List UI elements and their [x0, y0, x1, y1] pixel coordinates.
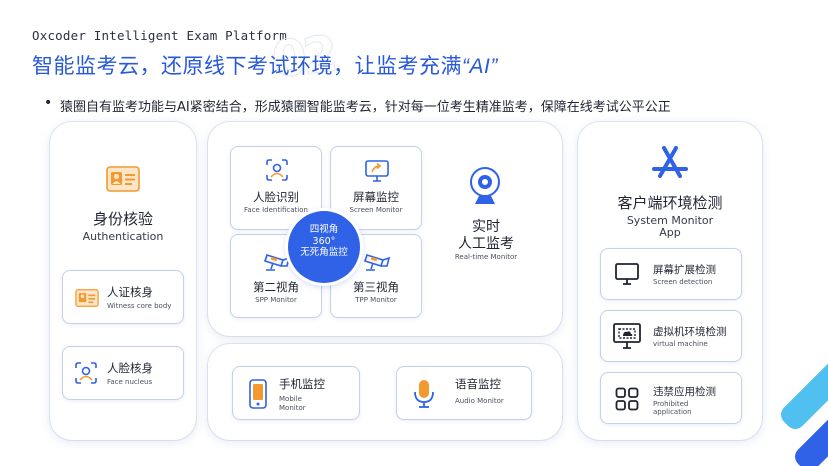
- client-environment-card: 客户端环境检测 System Monitor App 屏幕扩展检测 Screen…: [578, 122, 762, 440]
- mobile-phone-icon: [249, 379, 267, 409]
- identity-card: 身份核验 Authentication 人证核身 Witness core bo…: [50, 122, 196, 440]
- prohibited-application-item: 违禁应用检测 Prohibited application: [600, 372, 742, 424]
- mobile-monitor-sublabel-line2: Monitor: [279, 404, 306, 412]
- mobile-monitor-sublabel-line1: Mobile: [279, 395, 302, 403]
- id-card-icon: [106, 166, 140, 192]
- realtime-subtitle: Real-time Monitor: [454, 253, 518, 261]
- face-nucleus-sublabel: Face nucleus: [107, 378, 153, 386]
- face-identification-sublabel: Face Identification: [244, 206, 308, 214]
- screen-detection-sublabel: Screen detection: [653, 278, 713, 286]
- page-title: 智能监考云，还原线下考试环境，让监考充满“AI”: [32, 50, 498, 80]
- identity-title: 身份核验: [92, 210, 153, 228]
- realtime-title-line1: 实时: [472, 219, 500, 235]
- cctv-camera-icon: [363, 254, 391, 271]
- prohibited-application-sublabel-line2: application: [653, 408, 692, 416]
- witness-core-body-label: 人证核身: [107, 285, 153, 299]
- device-monitor-card: 手机监控 Mobile Monitor 语音监控 Audio Monitor: [208, 344, 562, 440]
- microphone-icon: [414, 380, 434, 408]
- face-nucleus-label: 人脸核身: [107, 361, 153, 375]
- screen-detection-label: 屏幕扩展检测: [653, 264, 716, 276]
- audio-monitor-item: 语音监控 Audio Monitor: [396, 366, 532, 420]
- face-nucleus-item: 人脸核身 Face nucleus: [62, 346, 184, 400]
- spp-monitor-label: 第二视角: [253, 280, 299, 294]
- mobile-monitor-item: 手机监控 Mobile Monitor: [232, 366, 360, 420]
- 360-view-badge: 四视角 360° 无死角监控: [288, 211, 360, 283]
- screen-share-icon: [365, 160, 389, 182]
- client-subtitle-line2: App: [659, 226, 681, 239]
- page-title-main: 智能监考云，还原线下考试环境，让监考充满: [32, 54, 462, 78]
- screen-monitor-item: 屏幕监控 Screen Monitor: [330, 146, 422, 230]
- audio-monitor-sublabel: Audio Monitor: [455, 397, 504, 405]
- face-scan-icon: [266, 159, 288, 181]
- id-card-icon: [75, 289, 99, 307]
- virtual-machine-label: 虚拟机环境检测: [653, 326, 727, 338]
- prohibited-application-sublabel-line1: Prohibited: [653, 400, 689, 408]
- app-store-icon: [652, 146, 688, 178]
- screen-monitor-sublabel: Screen Monitor: [349, 206, 403, 214]
- badge-line3: 无死角监控: [300, 247, 348, 258]
- tpp-monitor-sublabel: TPP Monitor: [355, 296, 397, 304]
- cctv-camera-icon: [263, 254, 291, 271]
- prohibited-application-label: 违禁应用检测: [653, 386, 716, 398]
- screen-monitor-label: 屏幕监控: [353, 190, 399, 204]
- brand-name: Oxcoder Intelligent Exam Platform: [32, 28, 287, 43]
- virtual-machine-icon: [613, 323, 641, 349]
- webcam-icon: [470, 167, 500, 204]
- tpp-monitor-label: 第三视角: [353, 280, 399, 294]
- audio-monitor-label: 语音监控: [455, 377, 501, 391]
- decor-stripe-light: [776, 336, 828, 434]
- virtual-machine-item: 虚拟机环境检测 virtual machine: [600, 310, 742, 362]
- spp-monitor-sublabel: SPP Monitor: [255, 296, 297, 304]
- client-subtitle-line1: System Monitor: [626, 214, 714, 227]
- face-identification-label: 人脸识别: [253, 190, 299, 204]
- mobile-monitor-label: 手机监控: [279, 377, 325, 391]
- screen-detection-item: 屏幕扩展检测 Screen detection: [600, 248, 742, 300]
- badge-line2: 360°: [312, 235, 336, 247]
- page-title-ai: “AI”: [462, 55, 498, 78]
- intro-bullet: 猿圈自有监考功能与AI紧密结合，形成猿圈智能监考云，针对每一位考生精准监考，保障…: [44, 95, 671, 115]
- witness-core-body-sublabel: Witness core body: [107, 302, 172, 310]
- apps-grid-icon: [615, 387, 639, 411]
- badge-line1: 四视角: [309, 224, 339, 235]
- face-scan-icon: [75, 362, 97, 384]
- realtime-title-line2: 人工监考: [458, 236, 514, 252]
- identity-subtitle: Authentication: [82, 230, 164, 243]
- client-title: 客户端环境检测: [617, 194, 723, 212]
- witness-core-body-item: 人证核身 Witness core body: [62, 270, 184, 324]
- monitoring-card: 人脸识别 Face Identification 屏幕监控 Screen Mon…: [208, 122, 562, 336]
- virtual-machine-sublabel: virtual machine: [653, 340, 708, 348]
- monitor-icon: [615, 263, 639, 285]
